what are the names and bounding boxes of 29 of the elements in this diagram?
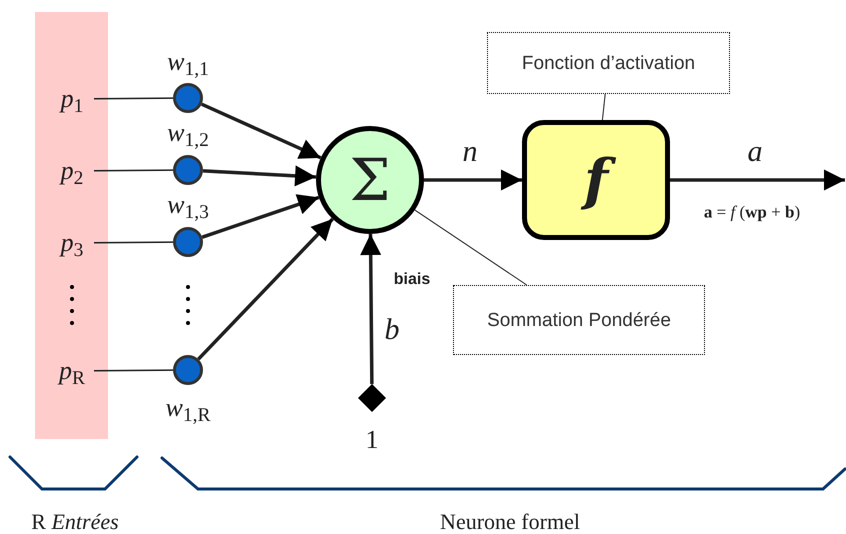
input-label: p$_{3}$ [50,227,94,259]
arrow [202,165,316,186]
line [94,241,173,244]
weight-node [173,155,203,185]
arrow [424,170,522,190]
inputs-band [35,12,108,439]
arrow [670,170,845,190]
line [94,369,173,372]
line [94,97,173,100]
input-label: p$_{1}$ [50,83,94,115]
leader-line [602,94,606,120]
text-label: biais [394,272,430,288]
bias-diamond [358,384,386,412]
callout-box: Sommation Pondérée [453,285,705,355]
weight-node [173,227,203,257]
leader-line [414,210,528,286]
activation-box: f [522,120,670,240]
bracket-label: R Entrées [31,511,119,533]
input-label: p$_{2}$ [50,155,94,187]
input-label: p$_{R}$ [50,355,94,387]
weight-node [173,355,203,385]
line [94,169,173,172]
node-caption: 1 [366,427,378,453]
bracket-label: Neurone formel [440,511,580,533]
weight-node [173,83,203,113]
formula: a = f (wp + b) [704,204,800,220]
arrow [360,234,382,384]
callout-box: Fonction d’activation [487,32,730,94]
arrow [197,218,334,360]
